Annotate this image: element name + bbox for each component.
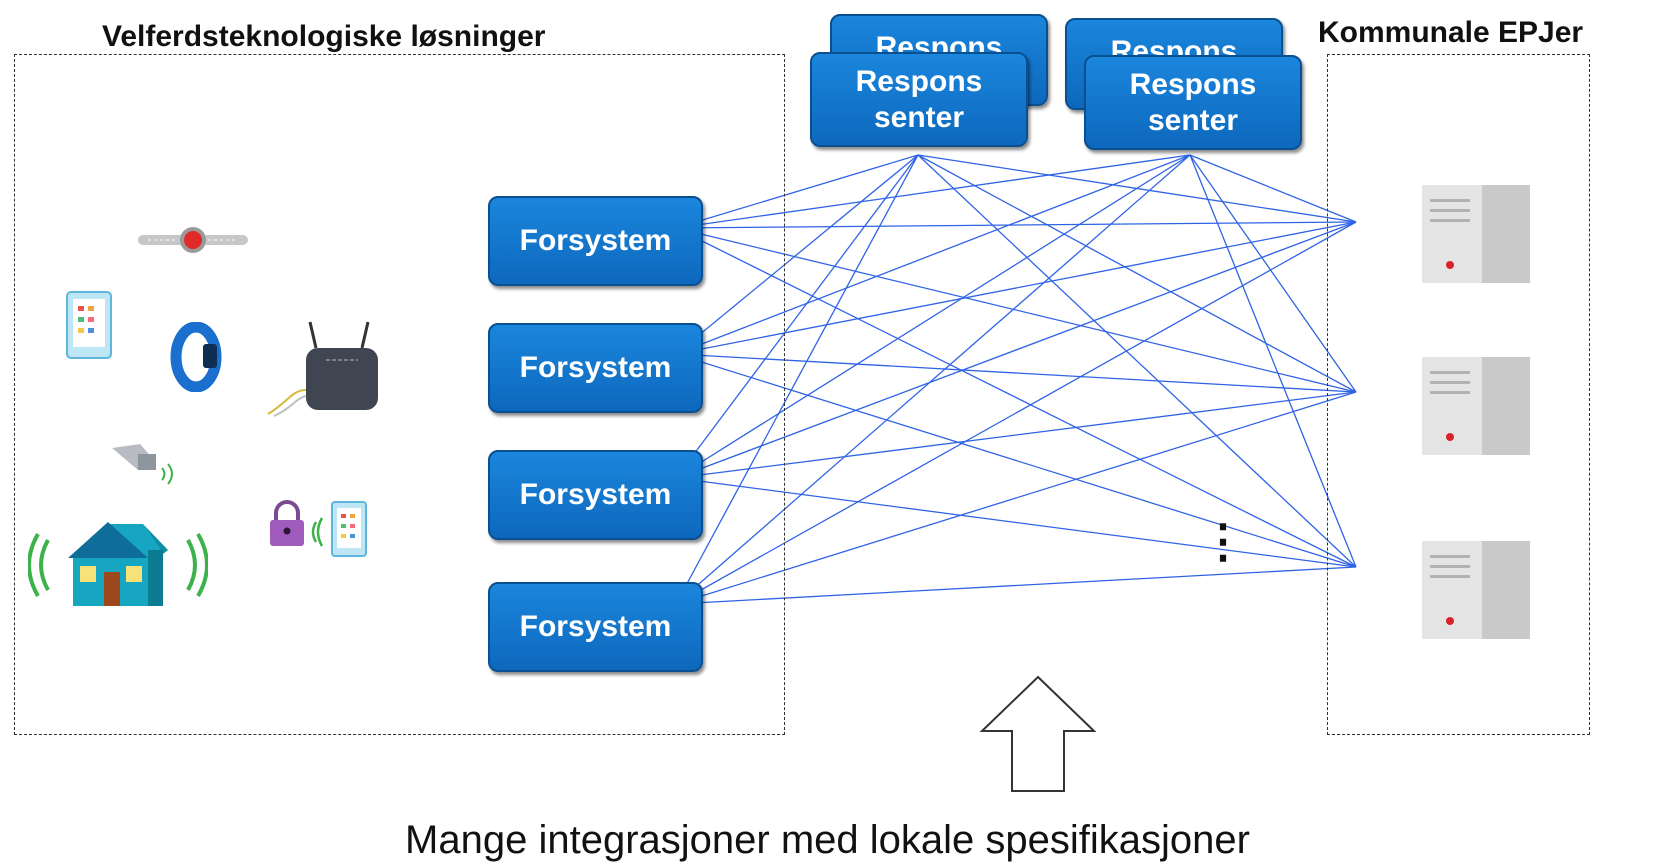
subsystem-button[interactable]: Forsystem [488, 323, 703, 413]
connection-line [675, 154, 919, 229]
welfare-tech-group [14, 54, 785, 735]
subsystem-label: Forsystem [519, 478, 672, 511]
alarm-bracelet-icon [138, 227, 248, 253]
connection-line [675, 477, 1357, 568]
connection-line [917, 154, 1357, 393]
connection-line [675, 566, 1357, 605]
server-icon[interactable] [1422, 185, 1532, 285]
connection-line [1189, 154, 1357, 568]
connection-line [675, 353, 1357, 568]
connection-line [675, 391, 1357, 479]
server-icon[interactable] [1422, 541, 1532, 641]
smartwatch-icon [170, 322, 222, 392]
connection-line [917, 154, 1357, 568]
connection-line [675, 154, 1191, 479]
connection-line [675, 221, 1357, 479]
connection-line [917, 154, 1357, 223]
response-center-button[interactable]: Respons senter [810, 52, 1028, 147]
response-center-label: Respons senter [1129, 67, 1257, 137]
connection-line [675, 221, 1357, 355]
epj-group [1327, 54, 1590, 735]
server-icon[interactable] [1422, 357, 1532, 457]
connection-line [675, 221, 1357, 229]
connection-line [675, 227, 1357, 393]
smart-lock-icon [270, 500, 367, 557]
subsystem-label: Forsystem [519, 610, 672, 643]
subsystem-button[interactable]: Forsystem [488, 196, 703, 286]
connection-line [675, 353, 1357, 393]
right-group-title: Kommunale EPJer [1318, 16, 1584, 49]
connection-line [675, 154, 1191, 605]
connection-line [675, 154, 1191, 229]
connection-line [675, 154, 1191, 355]
subsystem-button[interactable]: Forsystem [488, 450, 703, 540]
subsystem-label: Forsystem [519, 224, 672, 257]
more-indicator: ⋮ [1200, 515, 1246, 567]
connection-line [675, 154, 919, 605]
router-icon [267, 321, 378, 417]
left-group-title: Velferdsteknologiske løsninger [102, 20, 546, 53]
subsystem-label: Forsystem [519, 351, 672, 384]
response-center-label: Respons senter [855, 64, 983, 134]
sensor-icon [112, 444, 173, 485]
connection-line [675, 391, 1357, 605]
connection-line [1189, 154, 1357, 223]
tablet-icon [66, 291, 112, 359]
subsystem-button[interactable]: Forsystem [488, 582, 703, 672]
caption: Mange integrasjoner med lokale spesifika… [405, 818, 1250, 862]
smart-home-icon [28, 522, 208, 606]
connection-line [675, 227, 1357, 568]
connection-line [1189, 154, 1357, 393]
response-center-button[interactable]: Respons senter [1084, 55, 1302, 150]
connection-line [675, 154, 919, 355]
up-arrow-icon [979, 675, 1097, 792]
connection-line [675, 154, 919, 479]
